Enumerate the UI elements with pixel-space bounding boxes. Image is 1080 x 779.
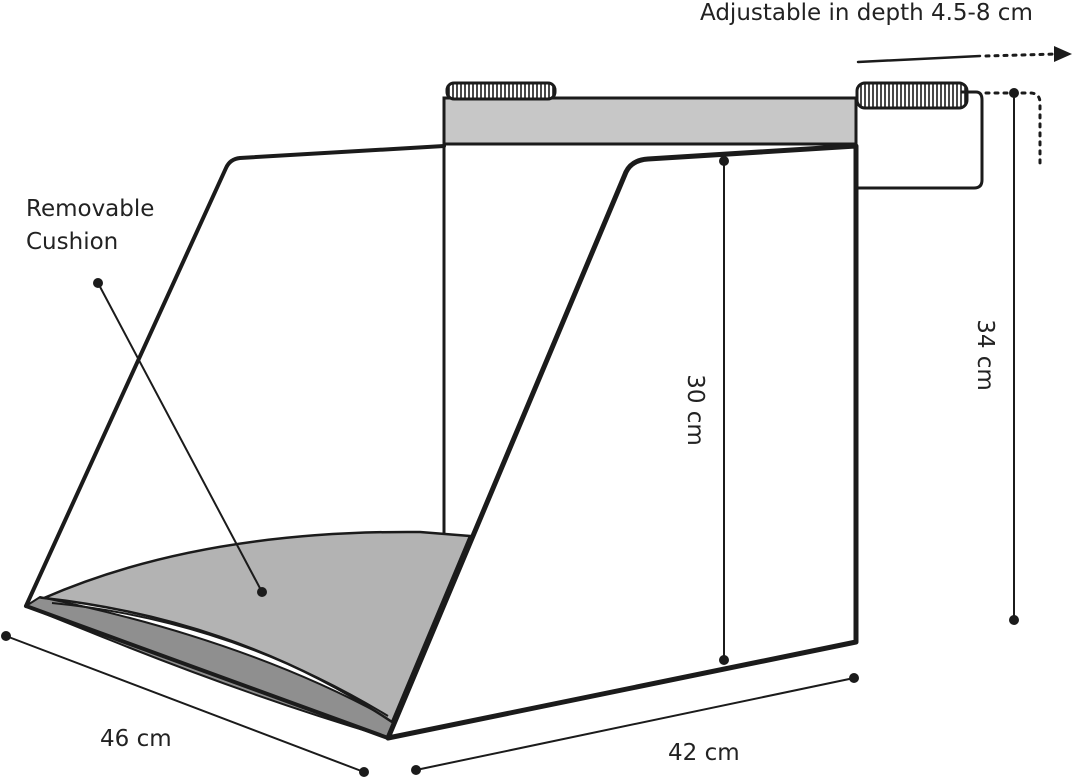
left-side-panel xyxy=(24,144,446,608)
wall-hooks xyxy=(445,81,984,190)
top-rail xyxy=(442,96,858,146)
label-adjustable-depth: Adjustable in depth 4.5-8 cm xyxy=(700,0,1033,26)
cushion-seam xyxy=(51,602,389,717)
dimension-height-inner xyxy=(719,156,729,665)
adjustable-depth-indicator xyxy=(856,46,1072,168)
dimension-width xyxy=(1,631,369,777)
dimension-depth xyxy=(411,673,859,775)
label-width: 46 cm xyxy=(100,726,172,752)
label-height-inner: 30 cm xyxy=(682,374,708,446)
label-height-total: 34 cm xyxy=(972,319,998,391)
label-cushion-line1: Removable xyxy=(26,196,154,222)
cushion xyxy=(23,530,472,740)
label-cushion-line2: Cushion xyxy=(26,229,118,255)
bottom-left-edge xyxy=(24,604,390,740)
cushion-callout xyxy=(93,278,267,597)
back-panel xyxy=(442,96,858,537)
dimension-height-total xyxy=(1009,88,1019,625)
cushion-top xyxy=(39,530,472,724)
left-threaded-rod xyxy=(445,81,557,101)
right-threaded-rod xyxy=(855,81,969,110)
arrow-head-icon xyxy=(1054,46,1072,62)
label-depth: 42 cm xyxy=(668,740,740,766)
front-side-panel xyxy=(385,143,859,741)
hook-bracket xyxy=(856,90,984,190)
